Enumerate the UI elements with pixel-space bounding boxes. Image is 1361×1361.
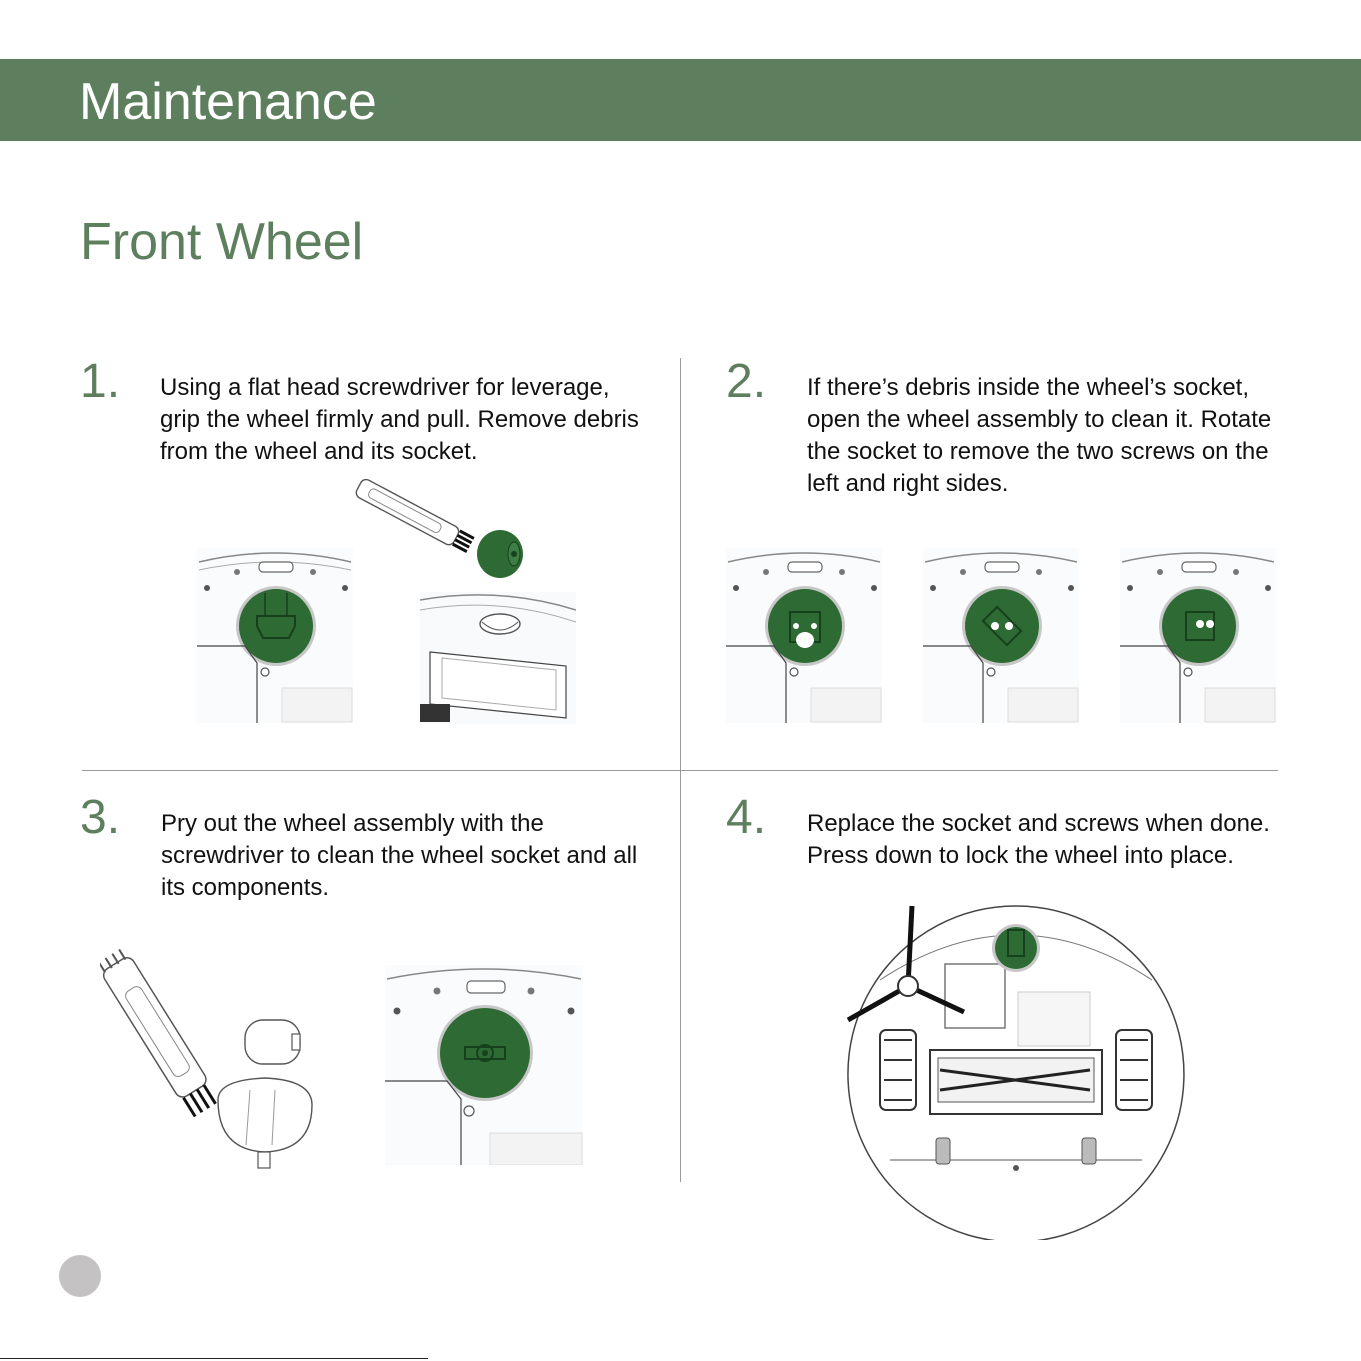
- page-title: Maintenance: [79, 73, 377, 131]
- step-2-text: If there’s debris inside the wheel’s soc…: [807, 374, 1272, 497]
- page-number-dot: [59, 1255, 101, 1297]
- step-1-text: Using a flat head screwdriver for levera…: [160, 374, 639, 465]
- step-1-number: 1.: [80, 355, 121, 408]
- step-3-socket-illustration: [385, 965, 583, 1165]
- step-1-open-socket-illustration: [420, 592, 576, 724]
- step-2-socket-illustration-b: [923, 548, 1079, 723]
- step-4-number: 4.: [726, 791, 767, 844]
- step-2-socket-illustration-c: [1120, 548, 1276, 723]
- step-2-number: 2.: [726, 355, 767, 408]
- step-4-robot-underside-illustration: [840, 900, 1192, 1240]
- step-1-brush-illustration: [340, 478, 530, 578]
- step-2-socket-illustration-a: [726, 548, 882, 723]
- section-title: Front Wheel: [80, 213, 364, 271]
- step-3-brush-assembly-illustration: [100, 940, 320, 1175]
- step-3-text: Pry out the wheel assembly with the scre…: [161, 810, 638, 901]
- step-1-socket-illustration: [197, 548, 353, 723]
- header-band: [0, 59, 1361, 141]
- step-3-number: 3.: [80, 791, 121, 844]
- horizontal-divider: [82, 770, 1278, 771]
- step-4-text: Replace the socket and screws when done.…: [807, 810, 1270, 869]
- footer-rule: [0, 1358, 428, 1359]
